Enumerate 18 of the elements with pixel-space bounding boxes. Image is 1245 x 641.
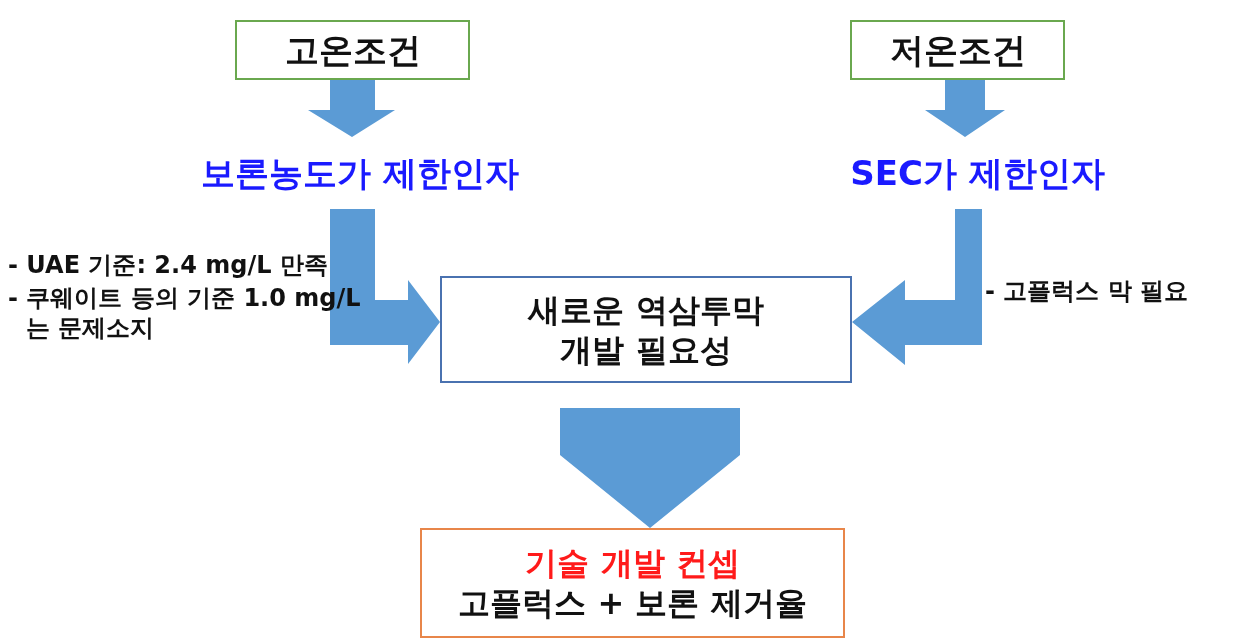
block-arrow [308, 80, 395, 137]
block-arrow [330, 209, 440, 364]
node-subtext: 고플럭스 + 보론 제거율 [458, 583, 807, 623]
node-text: 고온조건 [284, 28, 421, 72]
block-arrow [852, 209, 982, 365]
node-text: 새로운 역삼투막 개발 필요성 [526, 289, 765, 370]
node-text: SEC가 제한인자 [850, 151, 1105, 195]
need-box [440, 276, 852, 383]
condition-box [850, 20, 1065, 80]
node-text: 보론농도가 제한인자 [201, 151, 519, 195]
note-text: - UAE 기준: 2.4 mg/L 만족 [8, 250, 328, 280]
condition-box [235, 20, 470, 80]
note-text: - 고플럭스 막 필요 [985, 276, 1189, 306]
block-arrow [560, 408, 740, 528]
block-arrow [925, 80, 1005, 137]
node-text: 저온조건 [889, 28, 1026, 72]
concept-box [420, 528, 845, 638]
node-text: 기술 개발 컨셉 [525, 543, 740, 583]
